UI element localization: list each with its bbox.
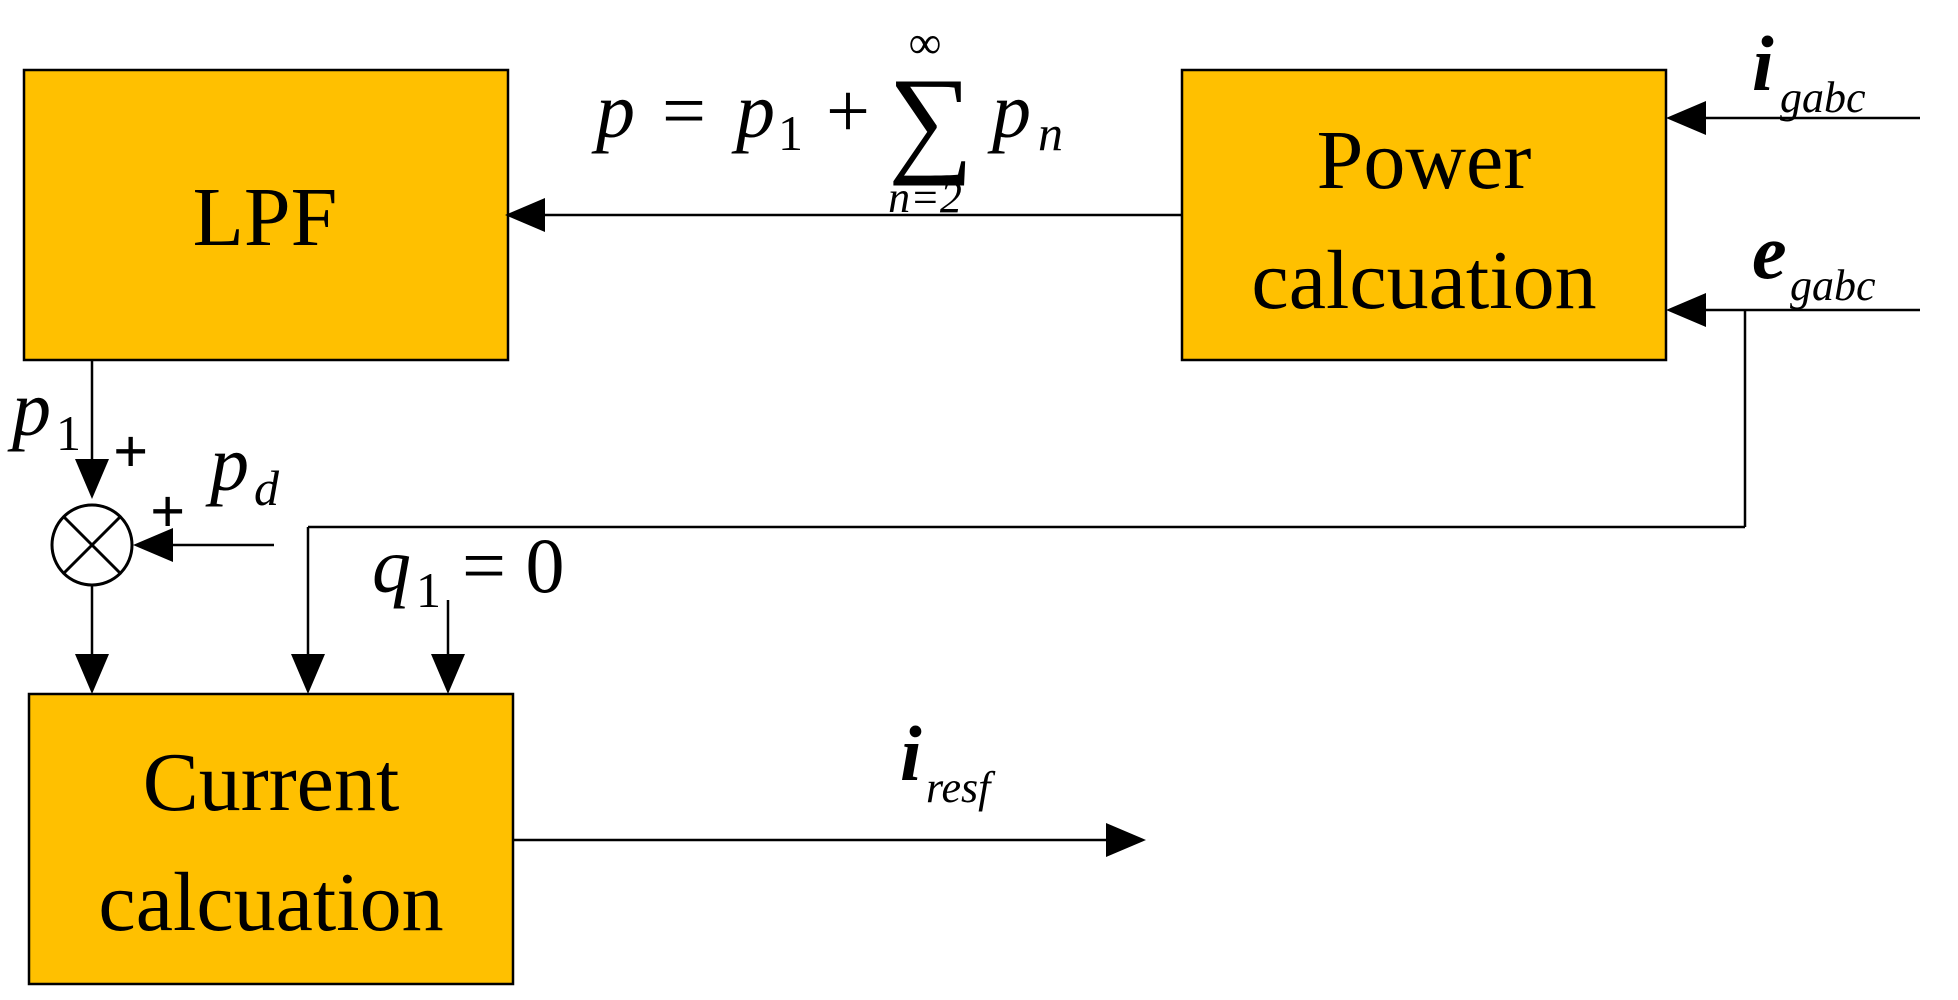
svg-text:1: 1 <box>778 105 803 161</box>
lpf-label: LPF <box>193 171 338 264</box>
junction-plus-top: + <box>113 418 148 486</box>
svg-text:gabc: gabc <box>1780 73 1866 122</box>
svg-text:n=2: n=2 <box>888 173 962 222</box>
svg-text:resf: resf <box>926 763 996 812</box>
svg-text:e: e <box>1752 208 1787 295</box>
i-gabc-label: i gabc <box>1752 20 1866 122</box>
summing-junction <box>50 503 134 587</box>
e-gabc-label: e gabc <box>1752 208 1876 310</box>
svg-text:n: n <box>1038 105 1063 161</box>
svg-text:d: d <box>254 460 280 516</box>
svg-text:=: = <box>662 67 706 154</box>
svg-text:gabc: gabc <box>1790 261 1876 310</box>
svg-text:p: p <box>987 67 1031 154</box>
current-label-line2: calcuation <box>98 856 443 949</box>
svg-text:p: p <box>205 420 249 507</box>
power-label-line1: Power <box>1317 114 1532 207</box>
svg-text:1: 1 <box>56 405 81 461</box>
lpf-to-junction-arrowhead <box>75 459 109 499</box>
i-resf-label: i resf <box>900 710 996 812</box>
svg-text:+: + <box>826 67 870 154</box>
current-calculation-block <box>27 692 515 986</box>
power-equation: p = p 1 + ∑ ∞ n=2 p n <box>591 17 1063 222</box>
q1-label: q 1 = 0 <box>372 522 565 618</box>
power-to-lpf-arrowhead <box>505 198 545 232</box>
pd-arrowhead <box>133 528 173 562</box>
i-gabc-arrowhead <box>1666 101 1706 135</box>
q1-arrowhead <box>431 654 465 694</box>
junction-to-current-arrowhead <box>75 654 109 694</box>
current-label-line1: Current <box>143 736 400 829</box>
pd-label: p d <box>205 420 280 516</box>
p1-label: p 1 <box>7 365 81 461</box>
svg-text:q: q <box>372 522 411 609</box>
i-resf-arrowhead <box>1106 823 1146 857</box>
svg-text:p: p <box>7 365 51 452</box>
svg-text:p: p <box>731 67 775 154</box>
lpf-block <box>22 68 510 362</box>
svg-text:p: p <box>591 67 635 154</box>
summation-symbol: ∑ <box>888 53 974 186</box>
svg-text:i: i <box>1752 20 1774 107</box>
e-gabc-arrowhead <box>1666 293 1706 327</box>
svg-text:∞: ∞ <box>909 17 942 68</box>
power-calculation-block <box>1180 68 1668 362</box>
e-gabc-branch-arrowhead <box>291 654 325 694</box>
power-label-line2: calcuation <box>1251 234 1596 327</box>
svg-text:1: 1 <box>416 562 441 618</box>
svg-text:= 0: = 0 <box>462 522 565 609</box>
svg-text:i: i <box>900 710 922 797</box>
